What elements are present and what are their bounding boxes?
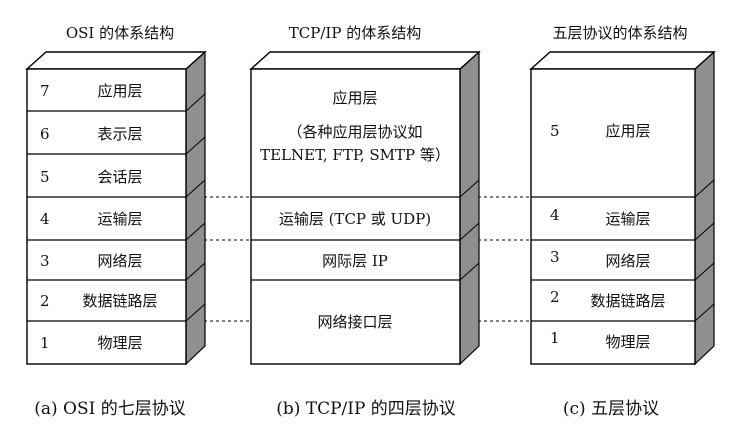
tcpip-stack: 应用层 （各种应用层协议如 TELNET, FTP, SMTP 等） 运输层 (… <box>249 50 481 366</box>
tcpip-layer-label: 网际层 IP <box>322 252 388 270</box>
osi-layer-name: 表示层 <box>97 125 142 143</box>
five-layer-name: 应用层 <box>605 122 650 140</box>
five-box-top <box>529 51 716 70</box>
tcpip-layer-label: 应用层 <box>332 89 377 107</box>
osi-layer-name: 物理层 <box>97 334 142 352</box>
osi-box-front <box>26 68 187 365</box>
five-layer-num: 2 <box>550 288 560 306</box>
side-divider <box>459 179 480 198</box>
five-layer-name: 物理层 <box>605 333 650 351</box>
osi-layer-name: 应用层 <box>97 82 142 100</box>
osi-stack: 7 应用层 6 表示层 5 会话层 4 运输层 3 网络层 2 数据链路层 1 … <box>25 50 207 366</box>
tcpip-box-side <box>459 50 480 366</box>
five-box-front <box>530 68 696 365</box>
side-divider <box>694 262 715 281</box>
osi-layer-num: 3 <box>40 252 50 270</box>
tcpip-layer-label: （各种应用层协议如 <box>287 123 422 141</box>
osi-box-side <box>185 50 206 366</box>
tcpip-layer-label: 运输层 (TCP 或 UDP) <box>279 210 431 228</box>
tcpip-caption: (b) TCP/IP 的四层协议 <box>276 399 456 419</box>
side-divider <box>185 262 206 281</box>
five-caption: (c) 五层协议 <box>563 399 659 419</box>
side-divider <box>185 222 206 241</box>
osi-layer-num: 2 <box>40 292 50 310</box>
osi-layer-num: 7 <box>40 82 50 100</box>
osi-layer-num: 5 <box>40 168 50 186</box>
side-divider <box>694 303 715 322</box>
five-layer-num: 5 <box>550 122 560 140</box>
osi-layer-name: 网络层 <box>97 252 142 270</box>
tcpip-title: TCP/IP 的体系结构 <box>289 24 421 42</box>
five-title: 五层协议的体系结构 <box>552 24 687 42</box>
side-divider <box>185 303 206 322</box>
five-layer-num: 1 <box>550 329 560 347</box>
side-divider <box>185 93 206 112</box>
side-divider <box>185 136 206 155</box>
tcpip-layer-label: 网络接口层 <box>317 313 392 331</box>
side-divider <box>459 222 480 241</box>
osi-layer-num: 6 <box>40 125 50 143</box>
alignment-dashed-lines <box>186 196 531 322</box>
five-layer-name: 数据链路层 <box>590 292 665 310</box>
osi-layer-name: 会话层 <box>97 168 142 186</box>
side-divider <box>459 262 480 281</box>
osi-layer-name: 运输层 <box>97 210 142 228</box>
five-layer-name: 网络层 <box>605 252 650 270</box>
tcpip-layer-label: TELNET, FTP, SMTP 等） <box>260 146 450 164</box>
five-box-side <box>694 50 715 366</box>
osi-caption: (a) OSI 的七层协议 <box>34 399 186 419</box>
five-layer-name: 运输层 <box>605 210 650 228</box>
osi-layer-num: 4 <box>40 210 50 228</box>
five-layer-stack: 5 应用层 4 运输层 3 网络层 2 数据链路层 1 物理层 <box>529 50 716 366</box>
five-layer-num: 4 <box>550 206 560 224</box>
tcpip-box-front <box>250 68 461 365</box>
side-divider <box>694 179 715 198</box>
five-layer-num: 3 <box>550 248 560 266</box>
side-divider <box>694 222 715 241</box>
tcpip-box-top <box>249 51 481 70</box>
osi-layer-num: 1 <box>40 334 50 352</box>
osi-title: OSI 的体系结构 <box>66 24 174 42</box>
osi-box-top <box>25 51 207 70</box>
side-divider <box>185 179 206 198</box>
osi-layer-name: 数据链路层 <box>82 292 157 310</box>
